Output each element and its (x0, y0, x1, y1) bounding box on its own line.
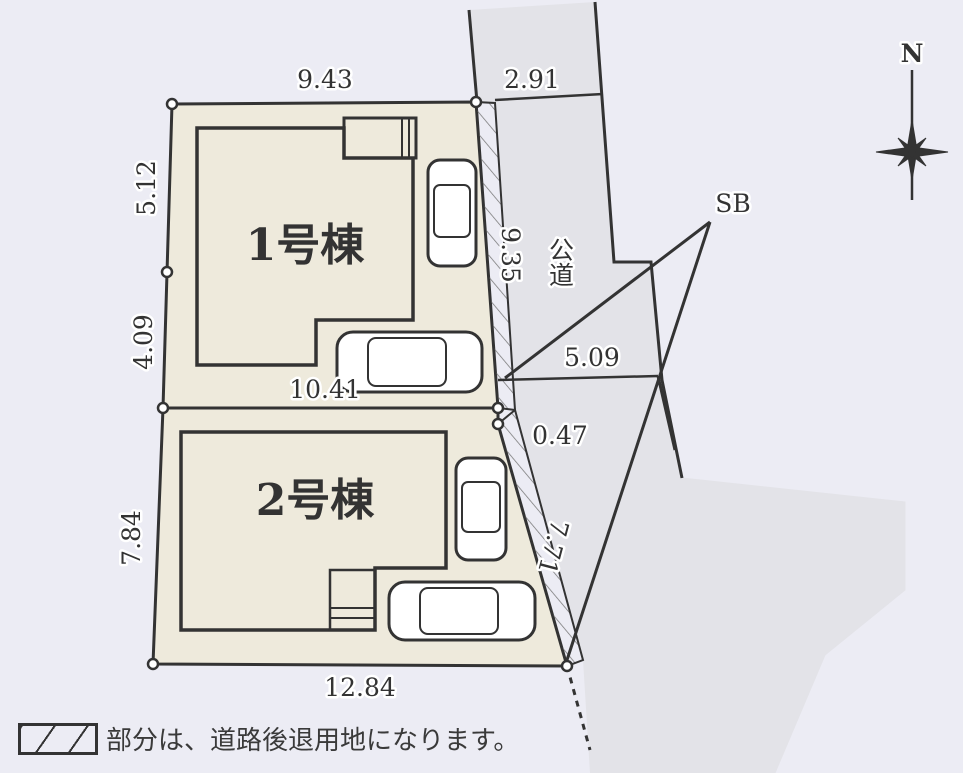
dim-lot2-left: 7.84 (117, 510, 146, 566)
building-1-label: 1号棟 (246, 220, 366, 271)
dim-left-lower: 4.09 (129, 314, 158, 370)
car-icon (426, 158, 478, 268)
car-icon (335, 330, 484, 394)
setback-strip-2 (496, 408, 585, 668)
public-road (469, 2, 905, 773)
building-2 (179, 430, 448, 632)
dim-lot1-bottom: 10.41 (289, 375, 361, 404)
dim-left-upper: 5.12 (132, 160, 161, 216)
sb-label: SB (715, 189, 751, 218)
dim-lot2-bottom: 12.84 (324, 673, 396, 702)
car-icon (454, 456, 508, 562)
dim-gap: 0.47 (532, 421, 588, 450)
road-label: 公道 (546, 237, 575, 287)
building-1 (195, 126, 415, 367)
legend: 部分は、道路後退用地になります。 (18, 720, 519, 757)
dim-road-mid: 5.09 (564, 343, 620, 372)
dim-road-top: 2.91 (504, 65, 560, 94)
road-boundary-right (593, 1, 684, 479)
building-2-label: 2号棟 (256, 475, 376, 526)
boundary-markers (146, 95, 574, 673)
legend-text: 部分は、道路後退用地になります。 (106, 726, 520, 756)
dim-top: 9.43 (297, 65, 353, 94)
hatch-swatch (18, 722, 98, 755)
dim-lot1-right: 9.35 (496, 227, 525, 283)
north-label: N (901, 39, 924, 68)
entrance-steps (328, 568, 377, 632)
north-arrow-icon (875, 70, 949, 200)
car-icon (387, 580, 537, 642)
